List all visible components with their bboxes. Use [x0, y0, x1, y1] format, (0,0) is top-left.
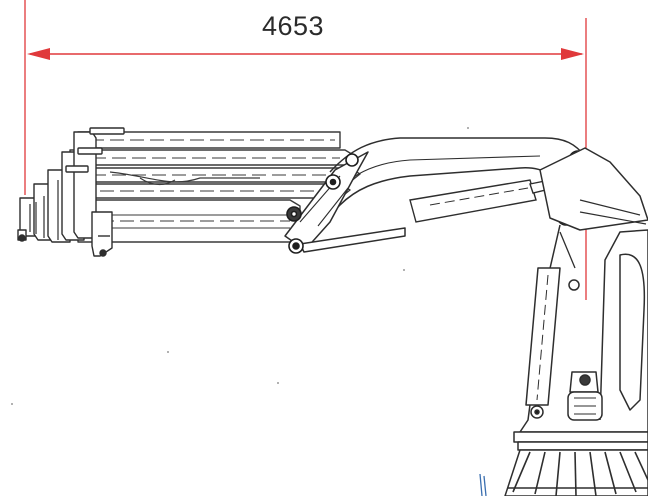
- inner-boom: [284, 137, 626, 253]
- slewing-motor: [567, 371, 603, 421]
- dimension-arrowhead-left: [27, 48, 50, 60]
- column-head-plate: [539, 147, 648, 231]
- boom-tip-heads: [17, 127, 125, 257]
- crane-column: [504, 147, 648, 496]
- bottom-mark: [479, 473, 487, 496]
- scan-specks: [11, 127, 469, 405]
- boom-cylinder-barrel: [409, 179, 537, 223]
- pin-knuckle-joint: [345, 153, 359, 167]
- base-ring-flange: [517, 441, 648, 451]
- dimension-label: 4653: [262, 11, 324, 41]
- reach-dimension: 4653: [24, 0, 587, 300]
- dimension-arrowhead-right: [561, 48, 584, 60]
- boom-cylinder: [409, 177, 563, 223]
- base-pedestal: [504, 449, 648, 496]
- telescopic-boom: [67, 131, 361, 243]
- column-slot: [619, 253, 646, 411]
- base-ring-top: [513, 431, 648, 443]
